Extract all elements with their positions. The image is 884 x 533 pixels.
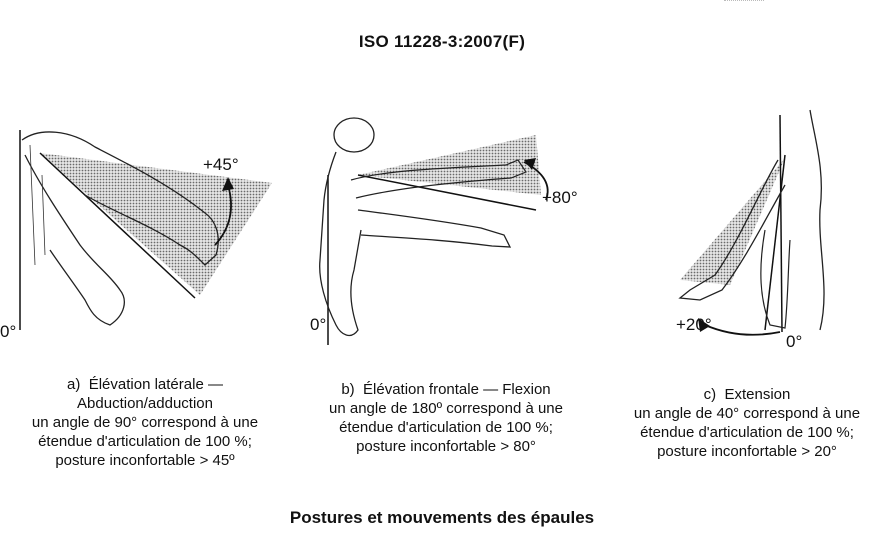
caption-line: posture inconfortable > 80° [356,438,536,455]
angle-arc [704,324,781,336]
oblique-reference-line [764,154,786,331]
figure-extension: +20° 0° [660,100,880,360]
extension-illustration [678,109,825,336]
caption-line: posture inconfortable > 45º [55,452,235,469]
horizontal-arm-outline [357,209,512,248]
range-sector [358,135,541,195]
arm-outline [678,159,786,301]
figure-frontal-elevation: +80° 0° [296,110,596,355]
caption-letter: a) [67,376,81,393]
horizontal-reference-line [357,174,537,211]
caption-subtitle: Abduction/adduction [77,395,213,412]
caption-b: b) Élévation frontale — Flexion un angle… [296,380,596,456]
zero-label: 0° [0,322,17,341]
scan-mark [724,0,764,7]
caption-line: étendue d'articulation de 100 %; [640,424,854,441]
caption-line: posture inconfortable > 20° [657,443,837,460]
caption-letter: b) [341,381,355,398]
caption-letter: c) [703,386,717,403]
caption-line: étendue d'articulation de 100 %; [38,433,252,450]
caption-title: Extension [724,386,791,403]
figure-lateral-elevation: +45° 0° [0,115,290,345]
arrowhead-icon [524,158,536,170]
body-outline [319,151,362,337]
raised-arm-outline [21,131,219,266]
caption-title: Élévation latérale — [88,376,223,393]
vertical-reference-line [779,114,783,333]
back-outline [809,109,825,331]
caption-line: un angle de 90° correspond à une [31,414,259,431]
arrowhead-icon [698,318,710,332]
angle-label: +20° [676,315,712,334]
caption-title: Élévation frontale — Flexion [363,381,551,398]
standard-header: ISO 11228-3:2007(F) [358,32,526,51]
angle-label: +80° [542,188,578,207]
angle-arc [214,184,232,246]
lowered-arm-outline [24,154,125,326]
arrowhead-icon [222,177,234,191]
head-outline [333,117,375,153]
zero-label: 0° [310,315,327,334]
lateral-elevation-illustration [19,130,272,330]
raised-arm-outline [350,159,527,199]
leg-outline [760,229,791,329]
caption-line: un angle de 40° correspond à une [633,405,861,422]
reference-line-45 [39,152,196,299]
caption-c: c) Extension un angle de 40° correspond … [610,385,884,461]
torso-hatching [29,144,46,266]
caption-a: a) Élévation latérale — Abduction/adduct… [0,375,290,470]
angle-label: +45° [203,155,239,174]
zero-label: 0° [786,332,803,351]
figure-title: Postures et mouvements des épaules [289,508,595,527]
caption-line: étendue d'articulation de 100 %; [339,419,553,436]
range-sector [680,158,785,285]
range-sector [40,153,272,295]
caption-line: un angle de 180º correspond à une [329,400,563,417]
frontal-elevation-illustration [319,117,549,345]
